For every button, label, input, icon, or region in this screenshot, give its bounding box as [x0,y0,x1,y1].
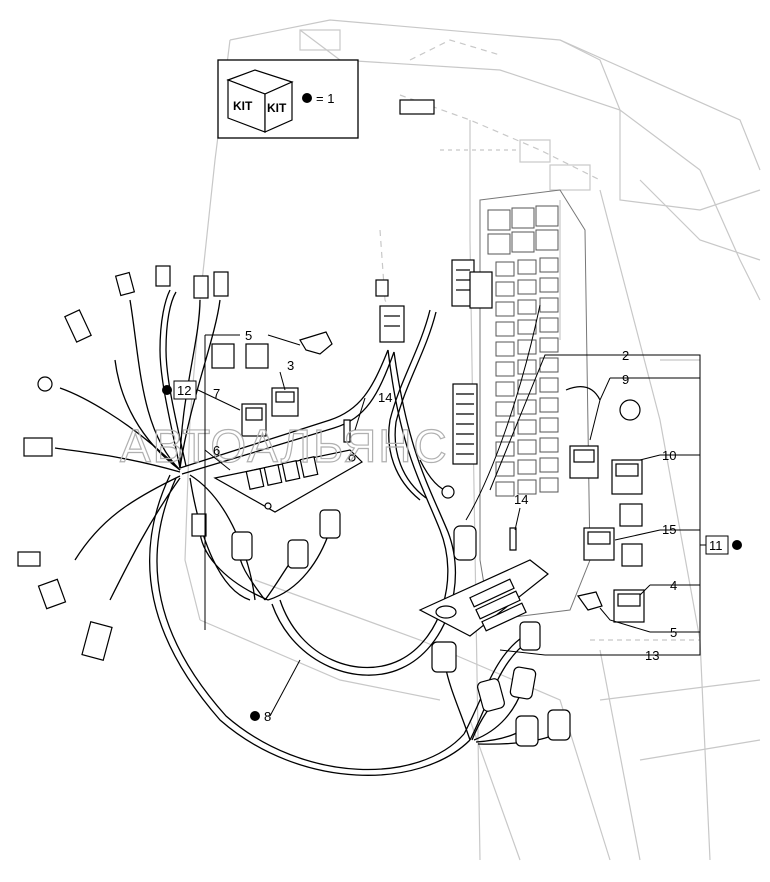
fuse-connector-blocks [379,259,493,465]
kit-label-right: KIT [267,101,287,115]
callout-12-box [173,380,197,400]
callout-15: 15 [662,522,676,537]
callout-7: 7 [213,386,220,401]
seat-heater-icon [619,503,643,527]
kit-legend-text: = 1 [316,91,334,106]
callout-12-bullet-icon [162,385,172,395]
rocker-switches [241,331,645,623]
callout-11: 11 [709,538,723,553]
callout-labels: 2 3 4 5 5 6 7 8 9 10 11 12 13 14 14 15 [162,328,742,724]
fuse-relay-box [479,189,591,621]
kit-label-left: KIT [233,99,253,113]
callout-6: 6 [213,443,220,458]
callout-3: 3 [287,358,294,373]
kit-legend-box: KIT KIT = 1 [217,59,359,139]
callout-9: 9 [622,372,629,387]
beacon-icon [619,399,641,421]
callout-2: 2 [622,348,629,363]
lamp-symbol-icon [245,343,269,369]
callout-11-bullet-icon [732,540,742,550]
defrost-icon [621,543,643,567]
callout-13: 13 [645,648,659,663]
watermark: АВТОАЛЬЯНС [120,420,449,472]
horn-icon [565,386,601,401]
callout-8: 8 [264,709,271,724]
leader-lines [197,334,718,717]
left-switch-panel [213,449,363,513]
callout-8-bullet-icon [250,711,260,721]
callout-14-right: 14 [514,492,528,507]
right-switch-panel [418,559,549,637]
harness-connectors [17,99,571,747]
switch-function-symbols [211,343,643,567]
callout-5-bottom: 5 [670,625,677,640]
kit-bullet-icon [302,93,312,103]
callout-11-box [705,535,729,555]
callout-5-top: 5 [245,328,252,343]
callout-14-left: 14 [378,390,392,405]
cab-frame-background [184,19,761,861]
axle-symbol-icon [211,343,235,369]
callout-4: 4 [670,578,677,593]
callout-12: 12 [177,383,191,398]
callout-10: 10 [662,448,676,463]
